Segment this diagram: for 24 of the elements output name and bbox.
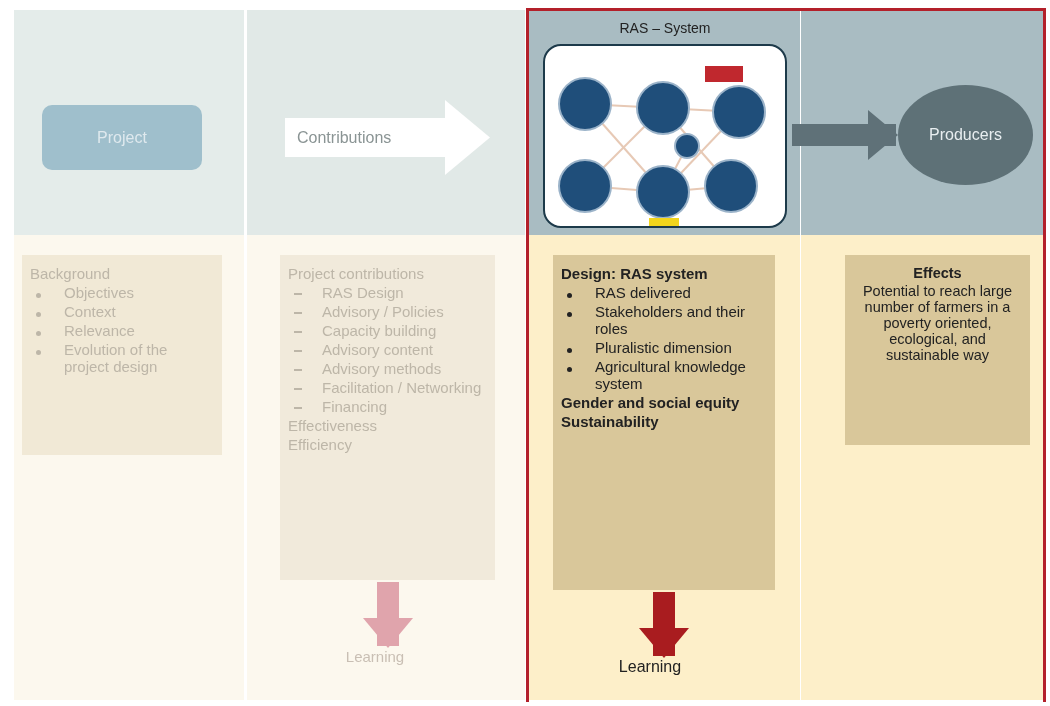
heading-text: Gender and social equity <box>561 394 741 411</box>
body-text: Potential to reach large number of farmers in a poverty oriented, ecological, and sustainable way <box>861 283 1014 363</box>
text-panel <box>280 255 495 580</box>
heading-text: Effects <box>912 265 963 281</box>
caption-text: Learning <box>617 658 683 676</box>
text-panel <box>22 255 222 455</box>
rounded-box <box>42 105 202 170</box>
heading-text: Design: RAS system <box>561 265 709 282</box>
node-label: Producers <box>929 126 1002 144</box>
block-arrow <box>285 100 490 175</box>
block-arrow <box>792 110 898 160</box>
text-panel <box>553 255 775 590</box>
bullet-item: Stakeholders and their roles <box>561 303 767 337</box>
node-label: RAS – System <box>618 20 712 36</box>
text-panel <box>845 255 1030 445</box>
caption-text: Learning <box>344 648 406 665</box>
bullet-item: RAS delivered <box>561 284 767 301</box>
block-arrow <box>639 592 689 658</box>
heading-text: Sustainability <box>561 413 660 430</box>
block-arrow <box>363 582 413 648</box>
bullet-item: Pluralistic dimension <box>561 339 767 356</box>
node-label: Contributions <box>297 128 392 147</box>
bullet-item: Agricultural knowledge system <box>561 358 767 392</box>
node-label: Project <box>97 128 147 147</box>
